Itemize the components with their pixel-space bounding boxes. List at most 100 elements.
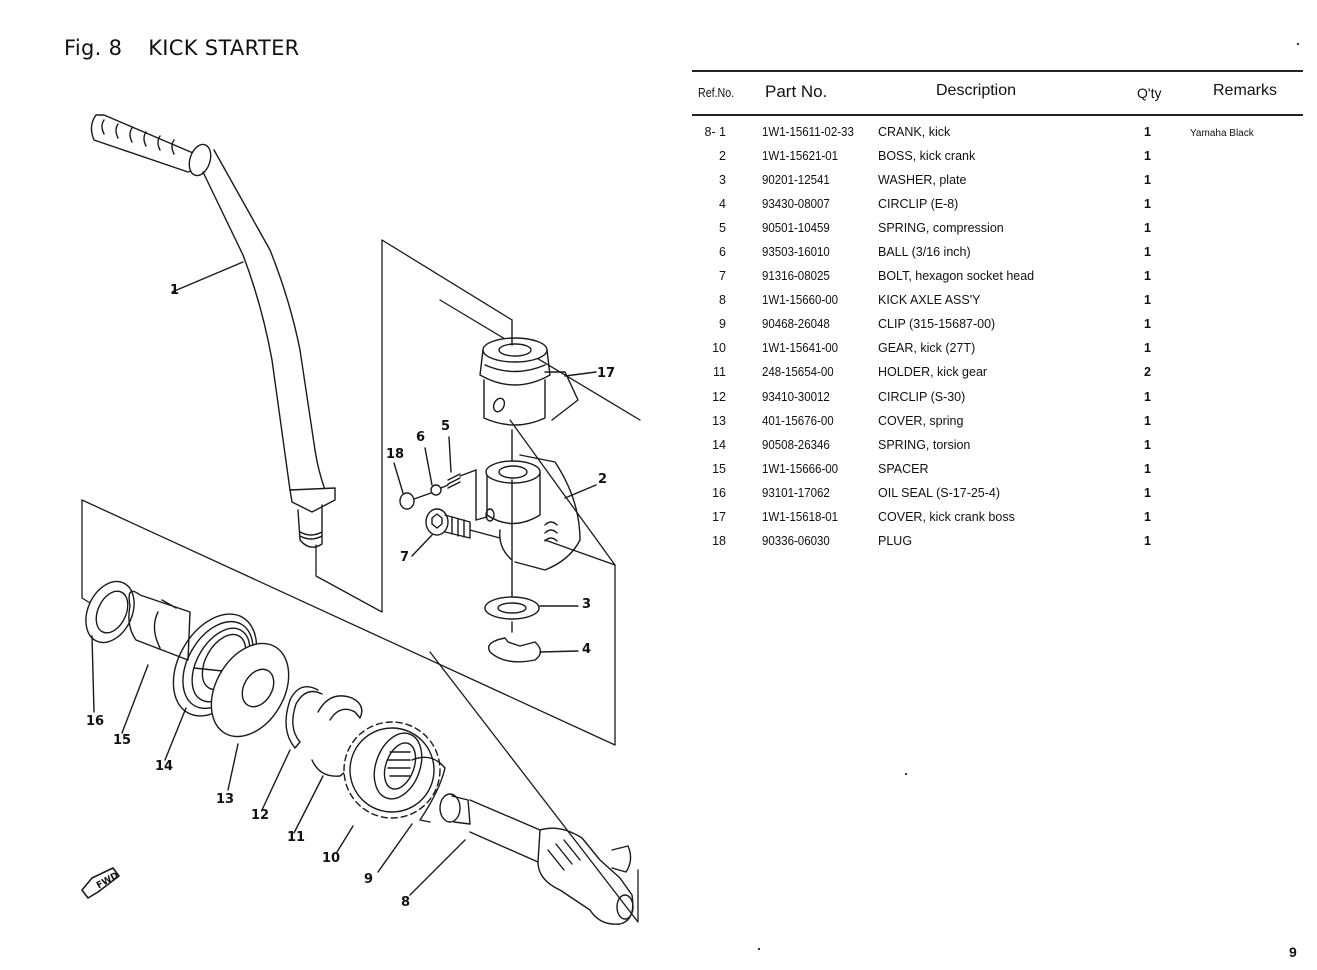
table-row: 9 90468-26048 CLIP (315-15687-00) 1 bbox=[692, 312, 1303, 336]
row-part-no: 1W1-15641-00 bbox=[762, 341, 839, 356]
row-ref-no: 3 bbox=[719, 173, 726, 188]
figure-name: KICK STARTER bbox=[148, 36, 300, 60]
row-qty: 1 bbox=[1144, 341, 1151, 356]
row-qty: 1 bbox=[1144, 461, 1151, 476]
callout-5: 5 bbox=[441, 419, 451, 434]
circlip-e8-part bbox=[487, 637, 542, 663]
exploded-parts-diagram bbox=[81, 114, 641, 925]
gear-kick-part bbox=[343, 721, 441, 819]
cover-kick-crank-boss-part bbox=[479, 337, 579, 426]
row-qty: 1 bbox=[1144, 125, 1151, 139]
callout-2: 2 bbox=[598, 472, 608, 487]
bolt-hex-socket-part bbox=[425, 508, 471, 539]
row-ref-no: 18 bbox=[712, 533, 726, 548]
row-qty: 1 bbox=[1144, 389, 1151, 404]
row-part-no: 90501-10459 bbox=[762, 221, 830, 236]
row-description: COVER, spring bbox=[878, 413, 964, 428]
row-ref-no: 4 bbox=[719, 197, 726, 212]
ball-part bbox=[430, 484, 442, 496]
table-top-rule bbox=[692, 70, 1303, 72]
row-part-no: 93410-30012 bbox=[762, 389, 830, 404]
row-ref-no: 6 bbox=[719, 245, 726, 260]
row-description: BOLT, hexagon socket head bbox=[878, 269, 1035, 284]
row-description: PLUG bbox=[878, 533, 913, 548]
callout-10: 10 bbox=[322, 851, 341, 866]
callout-8: 8 bbox=[401, 895, 411, 910]
row-description: CRANK, kick bbox=[878, 125, 951, 139]
row-part-no: 90508-26346 bbox=[762, 437, 830, 452]
row-remarks: Yamaha Black bbox=[1190, 128, 1254, 139]
header-ref-no: Ref.No. bbox=[698, 85, 735, 100]
row-part-no: 1W1-15621-01 bbox=[762, 149, 839, 164]
row-part-no: 93101-17062 bbox=[762, 485, 830, 500]
callout-1: 1 bbox=[170, 283, 180, 298]
spacer-part bbox=[128, 590, 191, 661]
row-description: CIRCLIP (S-30) bbox=[878, 389, 966, 404]
row-qty: 1 bbox=[1144, 533, 1151, 548]
row-description: KICK AXLE ASS'Y bbox=[878, 293, 981, 308]
boss-kick-crank-part bbox=[485, 454, 581, 571]
callout-12: 12 bbox=[251, 808, 270, 823]
row-qty: 1 bbox=[1144, 509, 1151, 524]
row-ref-no: 15 bbox=[712, 461, 726, 476]
row-part-no: 1W1-15660-00 bbox=[762, 293, 839, 308]
row-part-no: 248-15654-00 bbox=[762, 365, 834, 380]
row-ref-no: 8- 1 bbox=[704, 125, 726, 139]
row-part-no: 93430-08007 bbox=[762, 197, 830, 212]
row-qty: 1 bbox=[1144, 173, 1151, 188]
callout-11: 11 bbox=[287, 830, 306, 845]
row-part-no: 90201-12541 bbox=[762, 173, 830, 188]
callout-15: 15 bbox=[113, 733, 132, 748]
row-ref-no: 17 bbox=[712, 509, 726, 524]
row-part-no: 1W1-15618-01 bbox=[762, 509, 839, 524]
row-qty: 1 bbox=[1144, 269, 1151, 284]
plug-part bbox=[399, 492, 415, 510]
row-description: CIRCLIP (E-8) bbox=[878, 197, 959, 212]
callout-16: 16 bbox=[86, 714, 105, 729]
row-ref-no: 9 bbox=[719, 317, 726, 332]
row-ref-no: 14 bbox=[712, 437, 726, 452]
callout-9: 9 bbox=[364, 872, 374, 887]
row-description: CLIP (315-15687-00) bbox=[878, 317, 996, 332]
row-qty: 1 bbox=[1144, 317, 1151, 332]
row-part-no: 91316-08025 bbox=[762, 269, 830, 284]
header-part-no: Part No. bbox=[765, 82, 828, 101]
row-ref-no: 12 bbox=[712, 389, 726, 404]
row-qty: 1 bbox=[1144, 293, 1151, 308]
row-ref-no: 10 bbox=[712, 341, 726, 356]
row-ref-no: 16 bbox=[712, 485, 726, 500]
kick-crank-part bbox=[90, 114, 336, 548]
scan-speck bbox=[905, 773, 907, 775]
callout-17: 17 bbox=[597, 366, 616, 381]
leader-line-1 bbox=[171, 261, 244, 293]
row-description: GEAR, kick (27T) bbox=[878, 341, 976, 356]
row-qty: 1 bbox=[1144, 245, 1151, 260]
washer-plate-part bbox=[484, 596, 540, 620]
callout-6: 6 bbox=[416, 430, 426, 445]
row-ref-no: 7 bbox=[719, 269, 726, 284]
callout-18: 18 bbox=[386, 447, 405, 462]
row-description: OIL SEAL (S-17-25-4) bbox=[878, 485, 1001, 500]
row-qty: 1 bbox=[1144, 149, 1151, 164]
callout-14: 14 bbox=[155, 759, 174, 774]
row-qty: 1 bbox=[1144, 485, 1151, 500]
row-qty: 1 bbox=[1144, 221, 1151, 236]
row-description: BALL (3/16 inch) bbox=[878, 245, 971, 260]
row-part-no: 90468-26048 bbox=[762, 317, 830, 332]
cover-spring-part bbox=[210, 642, 290, 738]
table-row: 10 1W1-15641-00 GEAR, kick (27T) 1 bbox=[692, 336, 1303, 360]
row-qty: 1 bbox=[1144, 437, 1151, 452]
header-description: Description bbox=[936, 82, 1017, 99]
